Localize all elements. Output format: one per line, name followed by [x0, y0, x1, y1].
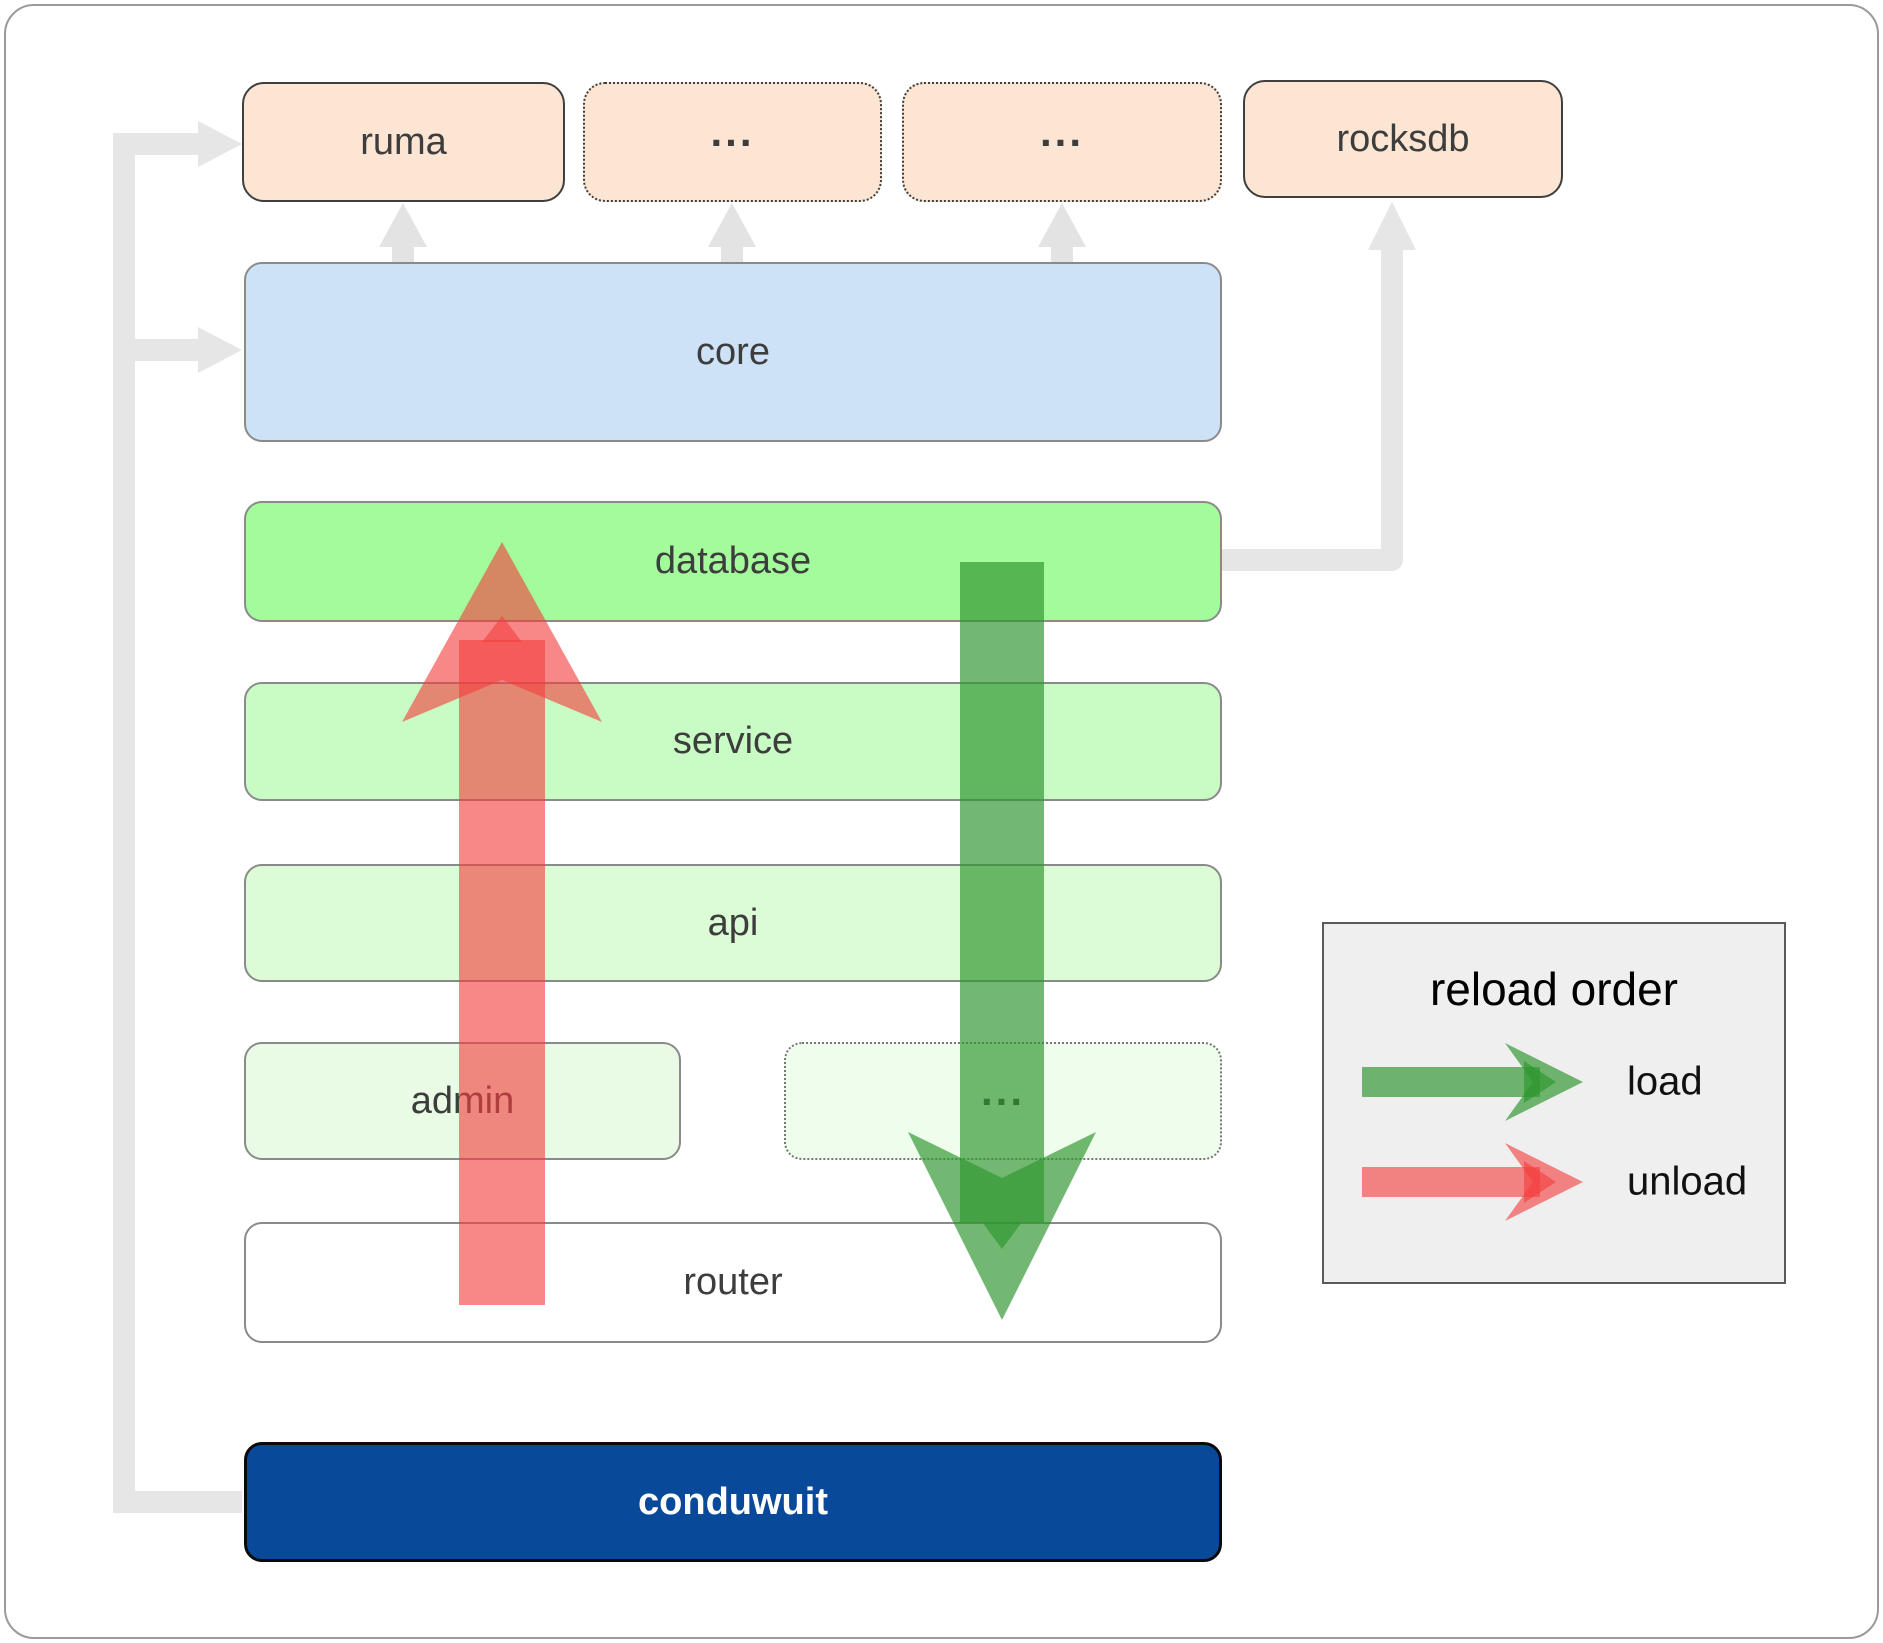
diagram-outer-frame [4, 4, 1879, 1639]
crate-label-ruma: ruma [360, 120, 447, 163]
layer-label-database: database [654, 540, 812, 582]
main-label-conduwuit: conduwuit [638, 1480, 828, 1523]
layer-box-core: core [244, 262, 1222, 442]
legend-load-label: load [1627, 1059, 1703, 1104]
layer-box-service: service [244, 682, 1222, 801]
crate-box-ellipsis-1: ... [583, 82, 882, 202]
layer-label-ellipsis-3: ... [980, 1067, 1025, 1114]
layer-box-router: router [244, 1222, 1222, 1343]
crate-label-rocksdb: rocksdb [1336, 117, 1470, 160]
layer-label-api: api [707, 901, 759, 944]
legend-unload-label: unload [1627, 1159, 1748, 1204]
crate-label-ellipsis-2: ... [1039, 108, 1084, 155]
layer-box-database: database [244, 501, 1222, 622]
crate-label-ellipsis-1: ... [710, 108, 755, 155]
layer-box-api: api [244, 864, 1222, 982]
main-box-conduwuit: conduwuit [244, 1442, 1222, 1562]
legend-box: reload order [1322, 922, 1786, 1284]
layer-box-ellipsis-3: ... [784, 1042, 1222, 1160]
layer-label-router: router [683, 1261, 783, 1303]
layer-label-core: core [696, 330, 770, 373]
crate-box-ruma: ruma [242, 82, 565, 202]
layer-label-admin: admin [410, 1079, 515, 1122]
crate-box-ellipsis-2: ... [902, 82, 1222, 202]
crate-box-rocksdb: rocksdb [1243, 80, 1563, 198]
layer-label-service: service [672, 720, 794, 762]
legend-title: reload order [1429, 963, 1679, 1015]
layer-box-admin: admin [244, 1042, 681, 1160]
